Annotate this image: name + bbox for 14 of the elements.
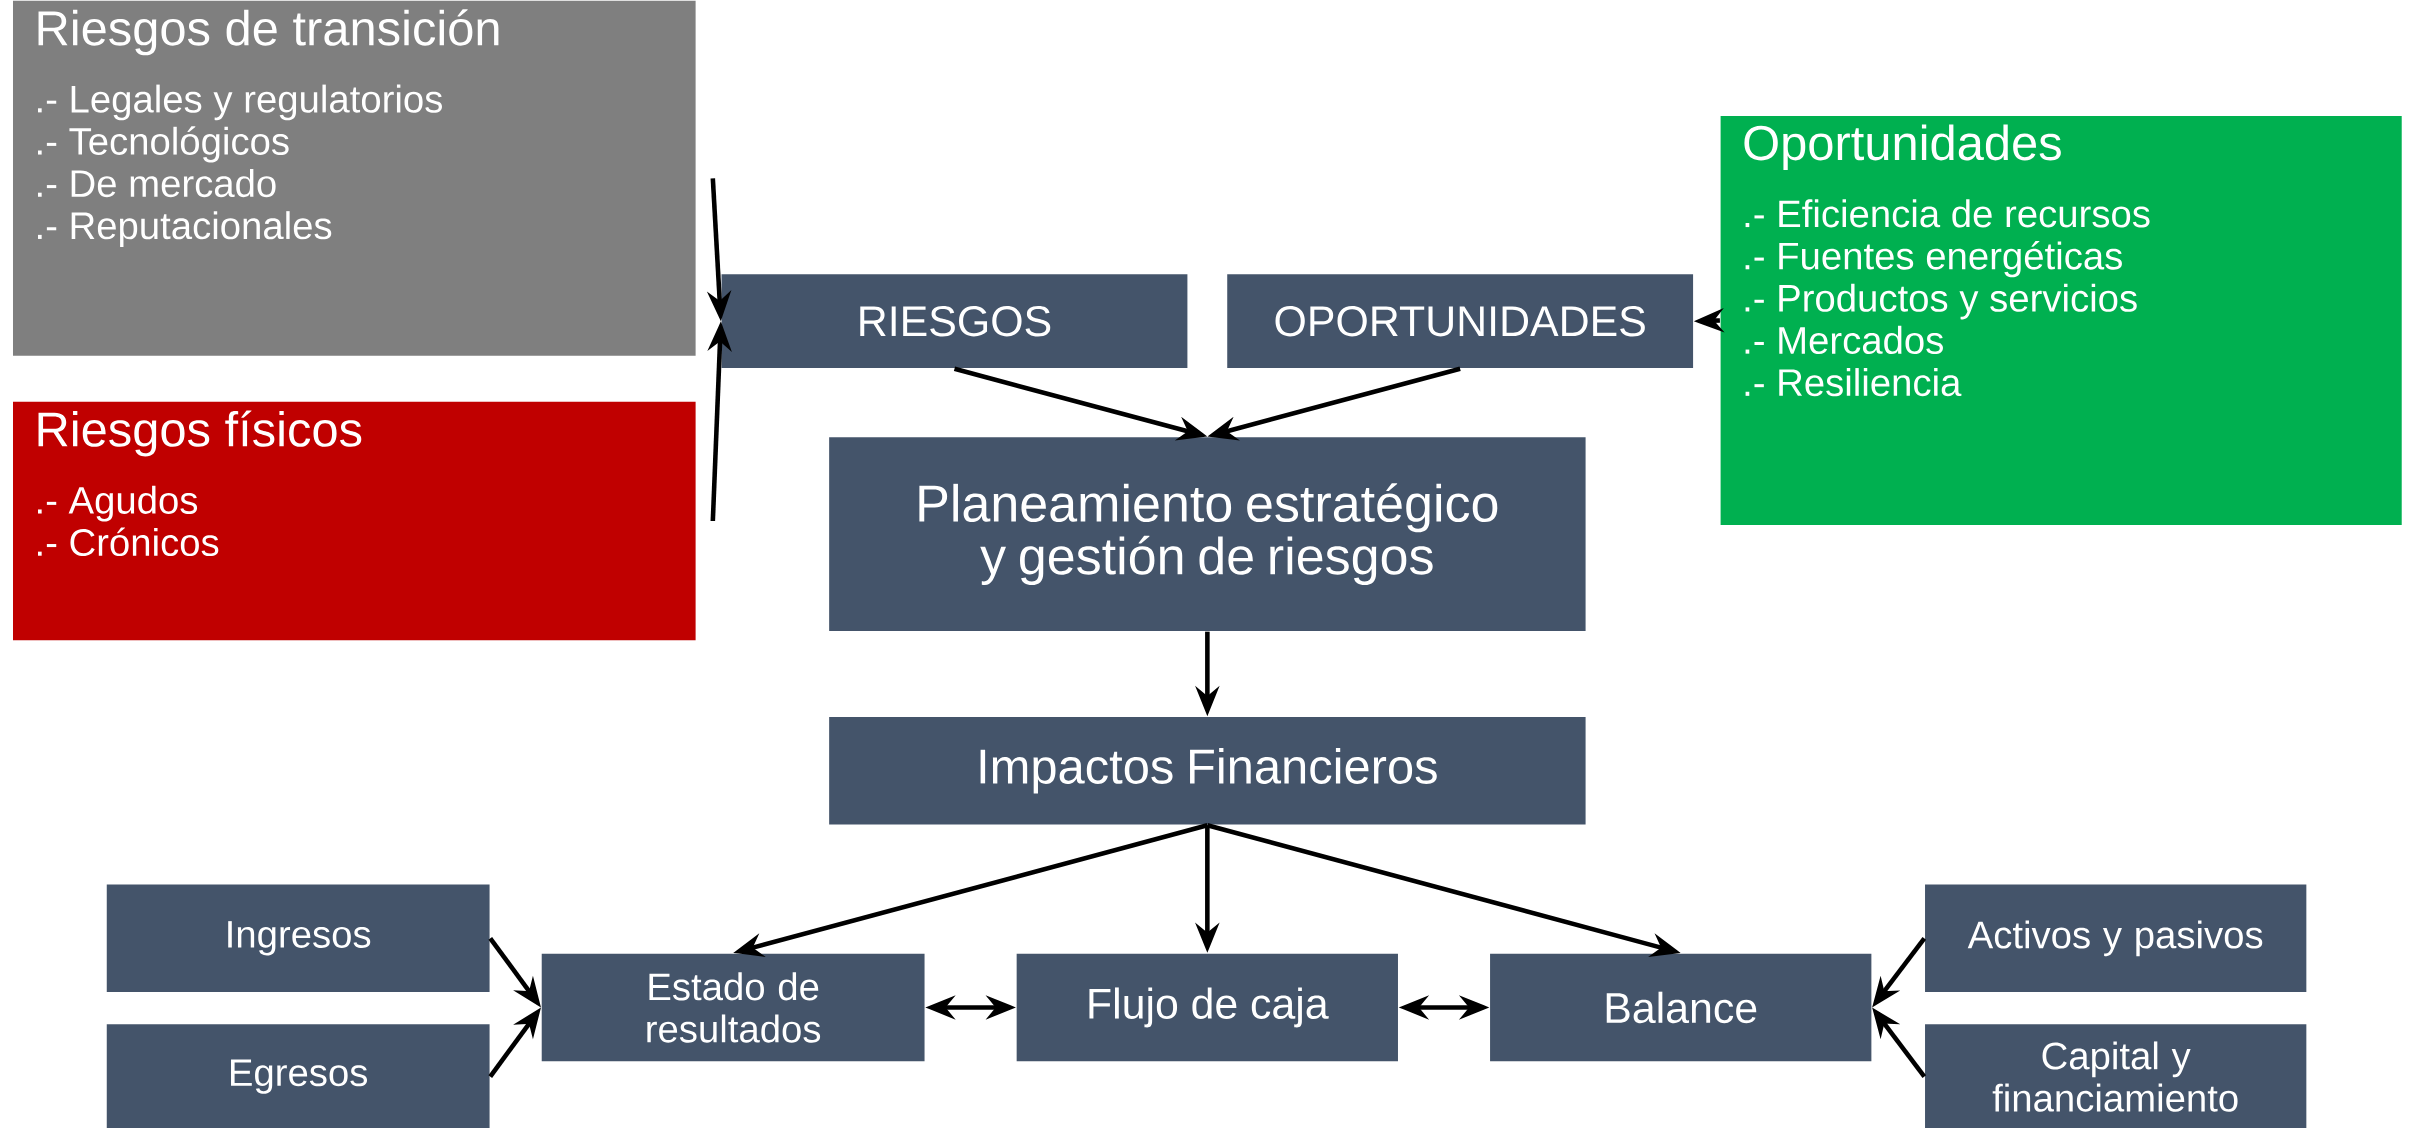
process-box: Ingresos — [106, 884, 490, 993]
process-box: Capital y financiamiento — [1925, 1024, 2307, 1128]
process-box: Activos y pasivos — [1925, 884, 2307, 993]
risk-category-box: Riesgos de transición .- Legales y regulatorios .- Tecnológicos .- De mercado .- Reputacionales — [13, 0, 696, 356]
process-box: Flujo de caja — [1016, 953, 1398, 1062]
risk-category-box: Riesgos físicos .- Agudos .- Crónicos — [13, 401, 696, 641]
process-box: Planeamiento estratégico y gestión de riesgos — [829, 437, 1586, 631]
process-box: Estado de resultados — [541, 953, 925, 1062]
process-box: Impactos Financieros — [829, 716, 1586, 825]
process-box: Egresos — [106, 1024, 490, 1128]
process-box: OPORTUNIDADES — [1227, 274, 1694, 369]
process-box: Balance — [1490, 953, 1872, 1062]
process-box: RIESGOS — [721, 274, 1188, 369]
risk-category-box: Oportunidades .- Eficiencia de recursos .- Fuentes energéticas .- Productos y servicios .- Mercados .- Resiliencia — [1720, 115, 2402, 525]
